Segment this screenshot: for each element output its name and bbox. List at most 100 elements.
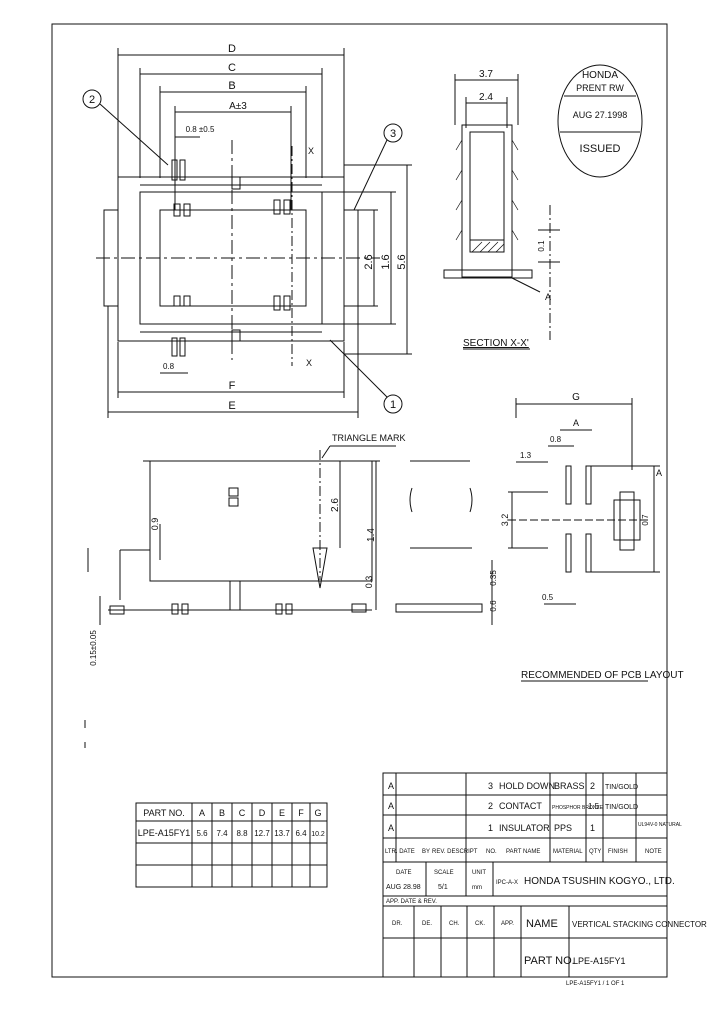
item1-qty: 1 (488, 823, 493, 833)
sign-de: DE. (422, 921, 432, 927)
dim-e: E (228, 400, 235, 412)
item2-finish: TIN/GOLD (605, 804, 638, 811)
item2-material: PHOSPHOR BRONZE (552, 805, 604, 811)
item3-finish: TIN/GOLD (605, 784, 638, 791)
parts-header-d: D (259, 808, 266, 818)
section-x-bottom: X (306, 358, 312, 368)
pcb-layout: G A 0.8 1.3 A 3.2 0.7 0.5 RECOMMENDED OF… (500, 392, 684, 682)
company-name: HONDA TSUSHIN KOGYO., LTD. (524, 876, 675, 887)
name-label: NAME (526, 918, 558, 930)
section-view: 3.7 2.4 0.1 A SECTION X-X' (443, 69, 560, 350)
parts-cell-b: 7.4 (216, 829, 228, 838)
top-view: D C B A±3 0.8 ±0.5 (82, 43, 412, 418)
stamp-line1: HONDA (582, 70, 618, 81)
balloon-1: 1 (390, 399, 396, 411)
hdr-qty: QTY (589, 849, 601, 855)
pcb-dim-0-7: 0.7 (641, 514, 650, 526)
dim-pitch: 0.8 ±0.5 (186, 125, 215, 134)
rev-row-label: APP. DATE & REV. (386, 899, 437, 905)
pcb-dim-0-5: 0.5 (542, 593, 554, 602)
side-dim-2-6: 2.6 (330, 498, 341, 512)
drawing-number: LPE-A15FY1 / 1 OF 1 (566, 981, 625, 987)
hdr-rev-descript: REV. DESCRIPT (432, 849, 478, 855)
scale-value: 5/1 (438, 884, 448, 891)
dim-b: B (228, 80, 235, 92)
parts-cell-f: 6.4 (295, 829, 307, 838)
stamp-line2: PRENT RW (576, 83, 624, 93)
section-label: SECTION X-X' (463, 338, 529, 349)
hdr-material: MATERIAL (553, 849, 583, 855)
item1-name: INSULATOR (499, 823, 550, 833)
hdr-part-name: PART NAME (506, 849, 540, 855)
contact-pins (171, 159, 291, 357)
parts-cell-c: 8.8 (236, 829, 248, 838)
pcb-dim-3-2: 3.2 (500, 514, 510, 527)
side-dim-0-3: 0.3 (364, 576, 374, 589)
parts-header-g: G (314, 808, 321, 818)
pcb-mark-a-top: A (656, 468, 662, 478)
parts-cell-g: 10.2 (311, 831, 325, 838)
section-x-top: X (308, 146, 314, 156)
parts-header-c: C (239, 808, 246, 818)
item3-material: BRASS (554, 781, 585, 791)
pcb-dim-a: A (573, 418, 579, 428)
item2-rev: A (388, 801, 394, 811)
balloon-3: 3 (390, 128, 396, 140)
pcb-dim-0-8: 0.8 (550, 435, 562, 444)
unit-label: UNIT (472, 870, 486, 876)
partno-value: LPE-A15FY1 (573, 956, 626, 966)
section-dim-3-7: 3.7 (479, 69, 493, 80)
hdr-no: NO. (486, 849, 497, 855)
title-block: A 3 HOLD DOWN BRASS 2 TIN/GOLD A 2 CONTA… (382, 772, 707, 987)
parts-header-b: B (219, 808, 225, 818)
side-dim-0-9: 0.9 (150, 518, 160, 531)
hdr-ltr-date: LTR. DATE (385, 849, 415, 855)
dim-d: D (228, 43, 236, 55)
section-dim-0-1: 0.1 (537, 240, 546, 252)
company-code: IPC-A-X (496, 880, 518, 886)
side-view: TRIANGLE MARK 2.6 1.4 0.9 0.3 0.15±0.05 … (87, 433, 498, 666)
side-dim-0-35: 0.35 (489, 570, 498, 586)
stamp-date: AUG 27.1998 (573, 110, 628, 120)
balloon-2: 2 (89, 94, 95, 106)
sign-dr: DR. (392, 921, 403, 927)
dim-c: C (228, 62, 236, 74)
item2-qty2: 1.5 (588, 802, 600, 811)
section-mark-a: A (545, 292, 551, 302)
dim-2-6: 2.6 (363, 254, 375, 269)
item2-qty: 2 (488, 801, 493, 811)
parts-header-part: PART NO. (143, 808, 185, 818)
parts-cell-a: 5.6 (196, 829, 208, 838)
partno-label: PART NO. (524, 955, 575, 967)
item3-rev: A (388, 781, 394, 791)
item2-name: CONTACT (499, 801, 542, 811)
sign-ch: CH. (449, 921, 460, 927)
sign-ck: CK. (475, 921, 485, 927)
sign-app: APP. (501, 921, 514, 927)
side-dim-0-6: 0.6 (489, 600, 498, 612)
dim-a: A±3 (229, 101, 247, 112)
parts-table: PART NO. A B C D E F G LPE-A15FY1 5.6 7.… (135, 802, 328, 888)
hdr-by: BY (422, 849, 430, 855)
parts-cell-e: 13.7 (274, 829, 290, 838)
stamp-status: ISSUED (580, 143, 621, 155)
item1-material: PPS (554, 823, 572, 833)
triangle-mark-label: TRIANGLE MARK (332, 433, 406, 443)
parts-cell-d: 12.7 (254, 829, 270, 838)
dim-pitch-bottom: 0.8 (163, 362, 175, 371)
parts-header-f: F (298, 808, 304, 818)
item3-name: HOLD DOWN (499, 781, 555, 791)
section-dim-2-4: 2.4 (479, 92, 493, 103)
side-dim-1-4: 1.4 (366, 528, 377, 542)
side-dim-0-15: 0.15±0.05 (89, 630, 98, 666)
unit-value: mm (472, 885, 482, 891)
sheet-border (51, 23, 668, 978)
name-value: VERTICAL STACKING CONNECTOR (572, 920, 707, 929)
item3-qty2: 2 (590, 781, 595, 791)
parts-header-e: E (279, 808, 285, 818)
date-value: AUG 28.98 (386, 884, 421, 891)
pcb-title: RECOMMENDED OF PCB LAYOUT (521, 670, 684, 681)
hdr-note: NOTE (645, 849, 662, 855)
item1-finish: UL94V-0 NATURAL (638, 822, 682, 828)
